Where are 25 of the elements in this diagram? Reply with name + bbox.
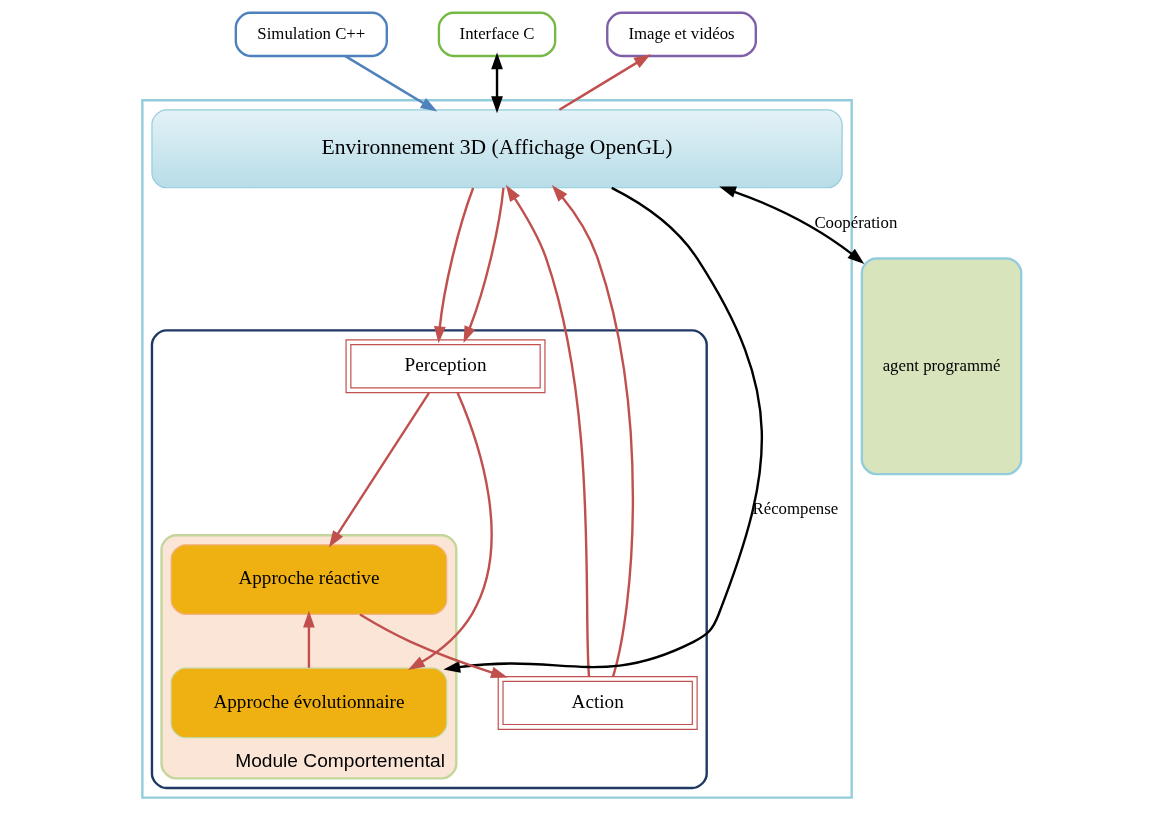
edge-label: Coopération <box>814 212 898 232</box>
edge-label: Récompense <box>752 498 839 518</box>
arrow <box>505 184 591 677</box>
arrow <box>719 186 865 264</box>
arrow <box>359 613 508 679</box>
node-box: Simulation C++ <box>234 11 388 58</box>
arrow <box>344 55 438 112</box>
node-box: Environnement 3D (Affichage OpenGL) <box>151 109 843 189</box>
arrow <box>434 187 475 344</box>
arrow <box>408 392 493 670</box>
arrow <box>328 392 431 548</box>
node-box: Approche évolutionnaire <box>170 667 448 739</box>
node-box: Action <box>497 676 698 730</box>
arrow <box>443 186 763 673</box>
cluster <box>150 329 708 790</box>
arrow <box>558 54 651 111</box>
arrow <box>463 187 505 343</box>
arrow <box>491 52 503 114</box>
arrow <box>551 185 635 677</box>
node-box: agent programmé <box>860 257 1023 476</box>
node-box: Approche réactive <box>170 544 448 615</box>
arrow <box>303 610 315 668</box>
node-box: Image et vidéos <box>606 11 758 58</box>
node-box: Interface C <box>437 11 557 58</box>
node-box: Perception <box>345 339 546 394</box>
